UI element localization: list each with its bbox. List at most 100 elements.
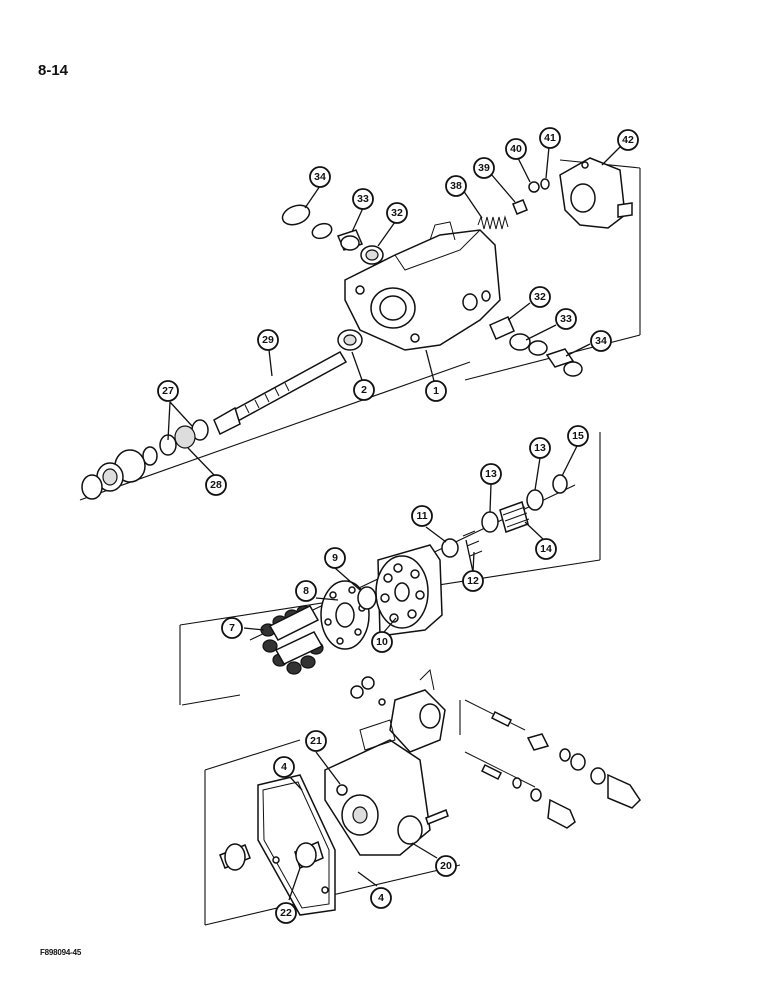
callout-39: 39 xyxy=(473,157,495,179)
oring-top xyxy=(311,222,333,240)
piston-shoe xyxy=(286,661,302,675)
housing-top-edge xyxy=(394,229,481,271)
bolt xyxy=(425,809,449,825)
callout-label: 29 xyxy=(262,334,274,346)
housing-bore-inner xyxy=(379,295,407,321)
callout-label: 21 xyxy=(310,735,322,747)
shaft-splines xyxy=(244,382,290,414)
gasket-inner xyxy=(262,781,330,909)
cartridge-oring xyxy=(559,748,571,762)
callout-10: 10 xyxy=(371,631,393,653)
callout-32-right: 32 xyxy=(529,286,551,308)
cylinder-bore xyxy=(389,613,399,623)
callout-label: 8 xyxy=(303,585,309,597)
end-cap-hole xyxy=(581,161,589,169)
callout-2: 2 xyxy=(353,379,375,401)
spool-39 xyxy=(512,199,528,215)
panel-outline-bottom xyxy=(204,700,461,926)
callout-label: 27 xyxy=(162,385,174,397)
callout-13-right: 13 xyxy=(529,437,551,459)
pins-12 xyxy=(462,530,483,557)
oring-33-right xyxy=(509,333,531,351)
cylinder-bore xyxy=(380,593,390,603)
callout-9: 9 xyxy=(324,547,346,569)
end-cap-plug xyxy=(617,202,633,218)
bearing-32-right xyxy=(489,316,515,340)
snap-ring-front xyxy=(81,474,103,500)
bushing-33-end xyxy=(340,235,360,251)
callout-label: 34 xyxy=(595,335,607,347)
washer-13b xyxy=(526,489,544,511)
callout-20: 20 xyxy=(435,855,457,877)
callout-4-top: 4 xyxy=(273,756,295,778)
cartridge-nut xyxy=(570,753,586,771)
callout-4-bottom: 4 xyxy=(370,887,392,909)
callout-label: 32 xyxy=(391,207,403,219)
retainer-hole xyxy=(354,628,362,636)
callout-label: 20 xyxy=(440,860,452,872)
pivot-9 xyxy=(357,586,377,610)
callout-28: 28 xyxy=(205,474,227,496)
callout-21: 21 xyxy=(305,730,327,752)
piston-shoe xyxy=(300,655,316,669)
callout-14: 14 xyxy=(535,538,557,560)
callout-label: 39 xyxy=(478,162,490,174)
spring-14-coils xyxy=(502,506,530,528)
callout-13-left: 13 xyxy=(480,463,502,485)
callout-label: 33 xyxy=(357,193,369,205)
seat-41 xyxy=(540,178,550,190)
callout-label: 4 xyxy=(378,892,384,904)
callout-label: 32 xyxy=(534,291,546,303)
callout-label: 41 xyxy=(544,132,556,144)
retainer-hole xyxy=(329,591,337,599)
callout-label: 33 xyxy=(560,313,572,325)
callout-label: 1 xyxy=(433,385,439,397)
callout-label: 12 xyxy=(467,575,479,587)
callout-12: 12 xyxy=(462,570,484,592)
callout-label: 11 xyxy=(416,510,427,522)
fitting-nut xyxy=(350,685,364,699)
snap-ring-15 xyxy=(552,474,568,494)
shaft-end xyxy=(213,406,241,436)
retainer-hole xyxy=(324,618,332,626)
callout-1: 1 xyxy=(425,380,447,402)
piston-body-2 xyxy=(274,631,324,665)
bearing-2-core xyxy=(343,334,357,346)
callout-label: 14 xyxy=(540,543,552,555)
end-cover-pin xyxy=(336,784,348,796)
spring-38 xyxy=(477,215,509,230)
leader-lines xyxy=(167,146,621,901)
housing-side-port xyxy=(462,293,478,311)
callout-33-top: 33 xyxy=(352,188,374,210)
housing-side-port-2 xyxy=(481,290,491,302)
cartridge-oring-4 xyxy=(530,788,542,802)
snap-ring-34-right xyxy=(563,361,583,377)
valve-adjust-screw xyxy=(419,668,435,691)
callout-8: 8 xyxy=(295,580,317,602)
figure-code: F898094-45 xyxy=(40,948,82,957)
callout-label: 7 xyxy=(229,622,235,634)
callout-42: 42 xyxy=(617,129,639,151)
cartridge-stem-2 xyxy=(480,763,503,781)
callout-label: 2 xyxy=(361,384,367,396)
housing-bolt-hole-2 xyxy=(410,333,420,343)
plug-fitting-large xyxy=(607,773,641,809)
snap-ring-34-top xyxy=(281,204,311,226)
valve-block-stem xyxy=(359,719,396,751)
ring-27c xyxy=(142,446,158,466)
ring-33-right-2 xyxy=(528,340,548,356)
rotating-group xyxy=(179,432,601,706)
retainer-plate-center xyxy=(335,602,355,628)
cylinder-bore xyxy=(383,573,393,583)
callout-32-top: 32 xyxy=(386,202,408,224)
callout-label: 22 xyxy=(280,907,292,919)
bushing-22-end xyxy=(295,842,317,868)
retainer-hole xyxy=(348,586,356,594)
callout-label: 34 xyxy=(314,171,326,183)
fitting-nut-2 xyxy=(361,676,375,690)
callout-34-right: 34 xyxy=(590,330,612,352)
callout-label: 28 xyxy=(210,479,222,491)
callout-label: 4 xyxy=(281,761,287,773)
callout-34-top: 34 xyxy=(309,166,331,188)
